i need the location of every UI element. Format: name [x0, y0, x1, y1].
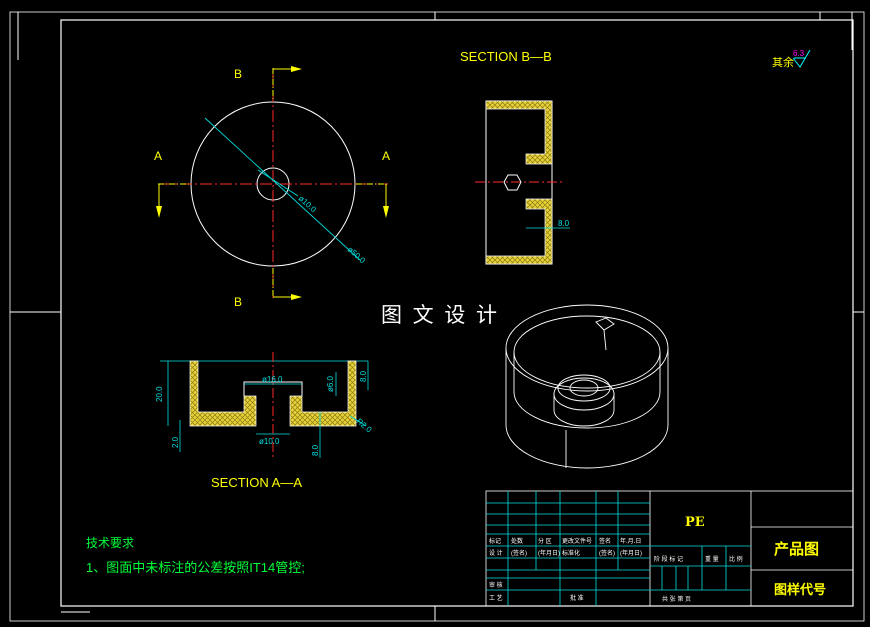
- tb-design-5: (年月日): [620, 549, 642, 557]
- title-block: [485, 490, 854, 607]
- plan-view: A A B B ø10.0 ø50.0: [154, 66, 390, 309]
- aa-dim-boss: ø6.0: [326, 375, 335, 392]
- tb-header-2: 分 区: [538, 537, 552, 545]
- tb-header-3: 更改文件号: [562, 537, 592, 545]
- aa-dim-bore-bottom: ø10.0: [259, 437, 280, 446]
- aa-dim-height: 20.0: [155, 386, 164, 402]
- aa-dim-boss-height: 8.0: [311, 444, 320, 456]
- roughness-value: 6.3: [793, 49, 805, 58]
- technical-notes: 技术要求 1、图面中未标注的公差按照IT14管控;: [86, 536, 305, 575]
- drawing-code-label: 图样代号: [774, 582, 826, 597]
- tb-header-0: 标记: [489, 537, 501, 545]
- aa-dim-rim: 8.0: [359, 370, 368, 382]
- view-label-b-top: B: [234, 67, 242, 81]
- roughness-symbol-icon: [792, 49, 811, 68]
- tb-weight-label: 重 量: [705, 555, 719, 563]
- tb-header-4: 签名: [599, 537, 611, 545]
- tb-sheet: 共 张 第 页: [662, 595, 691, 603]
- isometric-view: [505, 304, 669, 469]
- tb-header-5: 年.月.日: [620, 537, 641, 545]
- view-label-a-left: A: [154, 149, 162, 163]
- product-label: 产品图: [774, 540, 819, 558]
- tb-approve: 批 准: [570, 594, 584, 602]
- section-bb-view: SECTION B—B 8.0: [460, 49, 570, 265]
- sheet-frame: [9, 11, 865, 622]
- section-aa-view: ø16.0 ø10.0 20.0 2.0 ø6.0 8.0 8.0 R2.0 S…: [155, 352, 374, 490]
- section-arrow-icon: [383, 206, 389, 218]
- tb-design-2: (年月日): [538, 549, 560, 557]
- notes-title: 技术要求: [86, 536, 134, 550]
- section-arrow-icon: [291, 294, 302, 300]
- tb-scale-label: 比 例: [729, 555, 743, 563]
- view-label-a-right: A: [382, 149, 390, 163]
- material-label: PE: [685, 515, 705, 530]
- section-arrow-icon: [291, 66, 302, 72]
- section-aa-title: SECTION A—A: [211, 475, 302, 490]
- bb-dim-depth: 8.0: [558, 219, 570, 228]
- tb-design-3: 标准化: [562, 549, 580, 557]
- tb-header-1: 处数: [511, 537, 523, 545]
- notes-line-1: 1、图面中未标注的公差按照IT14管控;: [86, 560, 305, 575]
- tb-process: 工 艺: [489, 594, 503, 602]
- section-arrow-icon: [156, 206, 162, 218]
- tb-stage-label: 阶 段 标 记: [654, 555, 683, 563]
- tb-design-1: (签名): [511, 549, 527, 557]
- aa-dim-bore-top: ø16.0: [262, 375, 283, 384]
- plan-dim-large: ø50.0: [346, 245, 368, 266]
- tb-review: 审 核: [489, 581, 503, 589]
- view-label-b-bottom: B: [234, 295, 242, 309]
- aa-dim-floor: 2.0: [171, 436, 180, 448]
- hex-boss-icon: [503, 174, 522, 191]
- title-block-text: PE 产品图 图样代号 标记 处数 分 区 更改文件号 签名 年.月.日 设 计…: [489, 515, 826, 603]
- roughness-prefix: 其余: [772, 55, 794, 69]
- section-bb-title: SECTION B—B: [460, 49, 552, 64]
- tb-design-0: 设 计: [489, 549, 503, 557]
- aa-dim-radius: R2.0: [355, 417, 374, 435]
- surface-roughness-note: 其余 6.3: [772, 49, 811, 69]
- tb-design-4: (签名): [599, 549, 615, 557]
- watermark-text: 图 文 设 计: [381, 303, 499, 327]
